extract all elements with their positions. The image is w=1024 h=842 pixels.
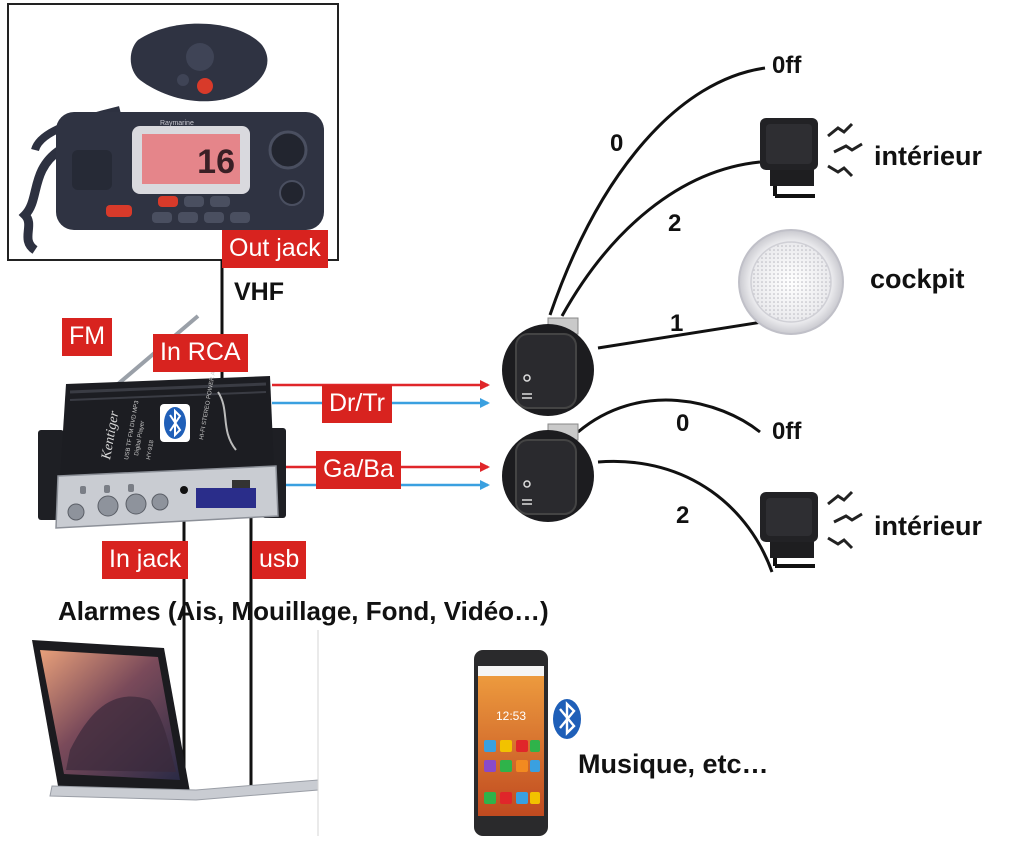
wire-bottom-0 — [577, 398, 761, 434]
alarmes-label: Alarmes (Ais, Mouillage, Fond, Vidéo…) — [58, 596, 549, 626]
cockpit-label: cockpit — [870, 264, 965, 294]
ga-ba-label: Ga/Ba — [316, 451, 401, 489]
wires — [182, 66, 776, 790]
vhf-radio-image: 16 Raymarine — [7, 3, 339, 261]
interieur-top-label: intérieur — [874, 141, 983, 171]
in-jack-label: In jack — [102, 541, 189, 579]
cockpit-speaker — [738, 229, 844, 335]
svg-text:Raymarine: Raymarine — [160, 120, 194, 127]
usb-label: usb — [252, 541, 307, 579]
musique-label: Musique, etc… — [578, 749, 769, 779]
phone-image: 12:53 — [474, 650, 548, 836]
wire-top-1 — [597, 318, 776, 350]
amplifier-image: Kentiger USB TF FM DVD MP3 Digital Playe… — [38, 314, 286, 529]
bluetooth-icon — [553, 699, 581, 739]
svg-text:HY-918: HY-918 — [146, 439, 155, 460]
interieur-bottom-label: intérieur — [874, 511, 983, 541]
wire-number-2-bottom: 2 — [676, 502, 690, 529]
out-jack-label: Out jack — [222, 230, 328, 268]
wire-number-2-top: 2 — [668, 210, 682, 237]
rocker-switch-top — [502, 317, 594, 416]
dr-tr-label: Dr/Tr — [322, 385, 392, 423]
wire-top-0 — [548, 66, 766, 316]
wire-number-0-top: 0 — [610, 130, 624, 157]
laptop-image — [32, 630, 319, 836]
off-bottom-label: 0ff — [772, 418, 802, 445]
wire-top-2 — [560, 160, 761, 317]
svg-text:16: 16 — [197, 143, 235, 181]
svg-text:12:53: 12:53 — [496, 709, 526, 723]
off-top-label: 0ff — [772, 52, 802, 79]
wire-bottom-2 — [597, 459, 774, 573]
wire-number-1: 1 — [670, 310, 684, 337]
vhf-label: VHF — [234, 278, 284, 306]
wire-number-0-bottom: 0 — [676, 410, 690, 437]
in-rca-label: In RCA — [153, 334, 248, 372]
fm-label: FM — [62, 318, 113, 356]
rocker-switch-bottom — [502, 423, 594, 522]
box-speaker-bottom — [760, 490, 863, 568]
box-speaker-top — [760, 118, 863, 198]
